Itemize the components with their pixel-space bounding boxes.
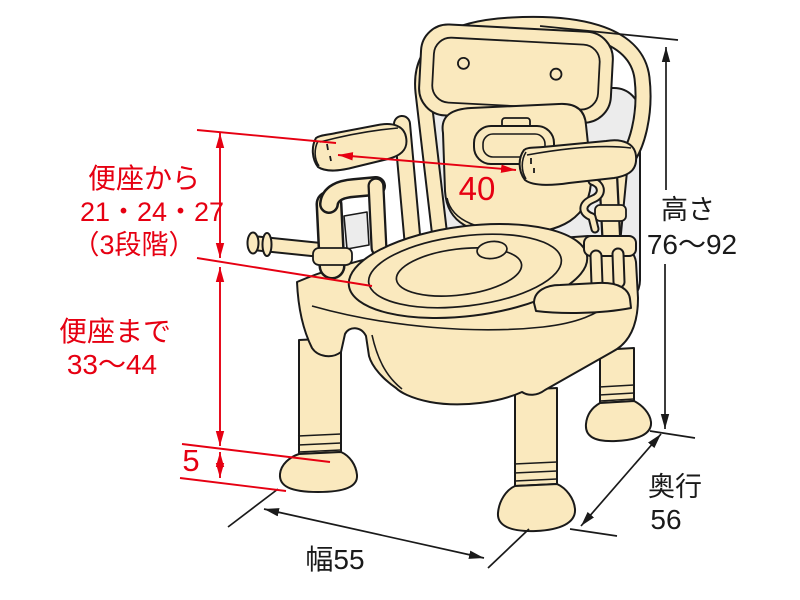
foot-ext-lower	[179, 477, 287, 492]
height-ext-top	[539, 25, 679, 41]
label-foot-adjust: 5	[182, 443, 199, 478]
label-seat-to-armrest-1: 便座から	[88, 163, 200, 194]
left-frame-opening	[343, 211, 370, 250]
bucket-fold-line	[371, 334, 403, 390]
right-armrest-cap	[521, 151, 527, 180]
seat-mid-ring	[367, 233, 563, 309]
label-width: 幅55	[305, 544, 364, 575]
label-depth-1: 奥行	[648, 472, 702, 502]
right-armrest-ridge	[526, 145, 632, 156]
front-right-foot	[496, 483, 577, 533]
rear-right-rings	[598, 384, 635, 402]
labels: 便座から 21・24・27 （3段階） 便座まで 33～44 5 40 高さ 7…	[59, 163, 737, 575]
left-frame-right	[369, 179, 386, 255]
depth-dim-line	[580, 433, 662, 527]
right-post-mount	[533, 235, 637, 314]
black-dimensions	[227, 25, 696, 569]
armrest-hook	[581, 178, 603, 232]
front-left-foot	[278, 451, 358, 493]
pad-screw-right	[549, 67, 563, 81]
label-depth-2: 56	[650, 504, 681, 535]
label-seat-to-armrest-3: （3段階）	[72, 230, 195, 260]
left-frame-collar	[312, 247, 353, 266]
body-lip-line	[311, 301, 612, 331]
paper-holder-cap	[246, 231, 260, 255]
mount-stub1	[591, 251, 602, 289]
left-armrest-ridge	[319, 127, 399, 143]
label-seat-to-armrest-2: 21・24・27	[80, 197, 224, 227]
right-post-collar	[594, 204, 627, 222]
mount-stub2	[613, 249, 624, 287]
depth-ext-bottom	[569, 528, 618, 537]
label-height-1: 高さ	[661, 195, 715, 225]
rear-right-foot	[584, 400, 653, 443]
seat-bumper	[476, 240, 508, 260]
depth-ext-top	[649, 430, 696, 439]
label-armrest-span: 40	[459, 170, 496, 207]
label-floor-to-seat-2: 33～44	[67, 349, 157, 380]
label-height-2: 76～92	[647, 229, 737, 260]
front-right-leg	[496, 387, 577, 533]
pad-screw-left	[457, 56, 470, 70]
foot-ext-upper	[181, 443, 331, 463]
right-armrest-ticks	[530, 158, 535, 173]
front-left-leg	[278, 337, 358, 493]
seat-outer	[347, 223, 589, 319]
left-armrest-cap	[314, 140, 320, 167]
armrest-span-dim	[337, 152, 517, 173]
seat-opening	[395, 247, 523, 297]
width-ext-left	[227, 488, 279, 528]
paper-holder	[246, 231, 322, 258]
width-ext-right	[487, 528, 530, 569]
width-dim-line	[263, 508, 485, 559]
label-floor-to-seat-1: 便座まで	[59, 316, 171, 347]
rear-right-leg	[584, 347, 653, 443]
red-dimensions	[179, 129, 517, 492]
left-frame-top	[321, 178, 384, 212]
armrest-ext-line	[196, 129, 337, 144]
front-right-rings	[513, 461, 558, 482]
chair-illustration	[246, 15, 653, 533]
paper-holder-flange	[261, 232, 273, 257]
backrest-pad	[418, 23, 614, 124]
left-armrest-ticks	[326, 143, 332, 162]
left-support-frame	[312, 176, 388, 280]
toilet-seat	[347, 223, 589, 319]
mount-bracket	[533, 281, 632, 314]
front-left-rings	[297, 433, 342, 453]
seat-level-ext-line	[196, 257, 373, 287]
